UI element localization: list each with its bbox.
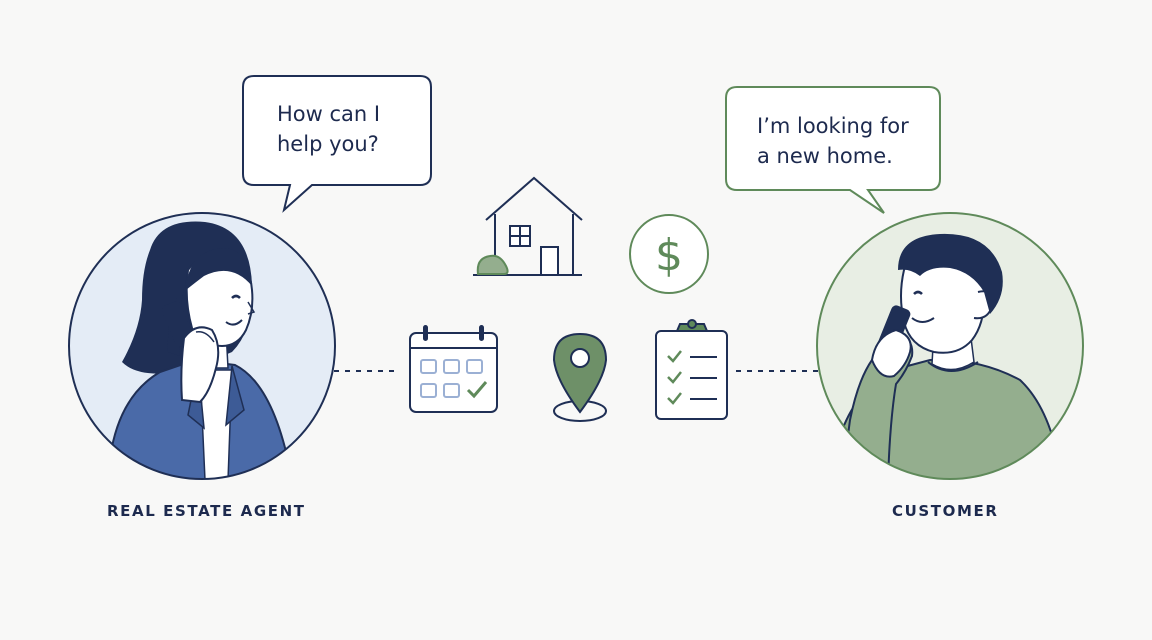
agent-speech-bubble (242, 75, 432, 213)
house-icon (473, 176, 583, 276)
agent-role-label: REAL ESTATE AGENT (107, 502, 306, 520)
agent-speech-text: How can I help you? (277, 99, 380, 159)
customer-speech-bubble (725, 86, 941, 214)
checklist-icon (655, 319, 728, 420)
calendar-icon (409, 325, 498, 413)
dollar-sign: $ (655, 230, 683, 281)
customer-avatar (816, 212, 1084, 480)
customer-speech-line-2: a new home. (757, 144, 893, 168)
location-pin-icon (552, 332, 608, 422)
agent-speech-line-1: How can I (277, 102, 381, 126)
customer-speech-line-1: I’m looking for (757, 114, 909, 138)
customer-role-label: CUSTOMER (892, 502, 999, 520)
dollar-icon: $ (629, 214, 709, 294)
agent-speech-line-2: help you? (277, 132, 379, 156)
customer-speech-text: I’m looking for a new home. (757, 111, 909, 171)
agent-avatar (68, 212, 336, 480)
